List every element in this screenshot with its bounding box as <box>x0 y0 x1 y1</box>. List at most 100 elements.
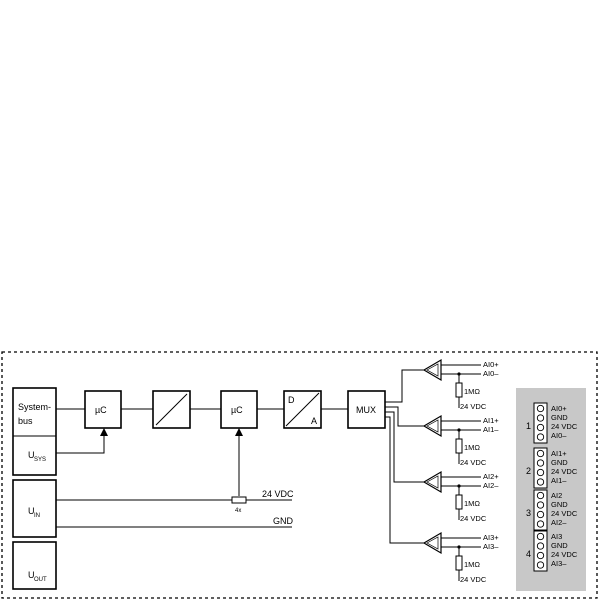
pin-4-2 <box>536 551 545 560</box>
resistor-label-1: 1MΩ <box>464 443 480 452</box>
uc2-label: µC <box>231 405 243 415</box>
pin-label-4-0: AI3 <box>551 532 562 541</box>
pin-label-2-3: AI1– <box>551 476 567 485</box>
supply-label-2: 24 VDC <box>460 514 487 523</box>
microcontroller-2 <box>220 390 258 429</box>
pin-label-4-2: 24 VDC <box>551 550 578 559</box>
usys-feed-arrow <box>100 428 108 436</box>
u-sys-label: U <box>28 450 35 460</box>
amplifier-inner-2 <box>426 475 439 489</box>
connector-number-2: 2 <box>526 466 531 476</box>
resistor-label-3: 1MΩ <box>464 560 480 569</box>
pin-label-4-3: AI3– <box>551 559 567 568</box>
channel-minus-label-2: AI2– <box>483 481 499 490</box>
fuse-symbol <box>231 496 247 504</box>
pin-label-1-3: AI0– <box>551 431 567 440</box>
pin-1-3 <box>536 433 545 441</box>
pin-1-0 <box>536 404 545 413</box>
mux-wire-2 <box>385 411 424 483</box>
resistor-label-0: 1MΩ <box>464 387 480 396</box>
pin-label-3-2: 24 VDC <box>551 509 578 518</box>
u-out-subscript: OUT <box>34 577 47 583</box>
amplifier-inner-1 <box>426 419 439 433</box>
da-diagonal <box>285 392 320 427</box>
supply-label-0: 24 VDC <box>460 402 487 411</box>
fuse-feed-arrow <box>235 428 243 436</box>
pin-3-2 <box>536 510 545 519</box>
da-d-label: D <box>288 395 295 405</box>
supply-label-3: 24 VDC <box>460 575 487 584</box>
connector-number-1: 1 <box>526 421 531 431</box>
connector-body-2 <box>533 447 548 489</box>
u-in-label: U <box>28 506 35 516</box>
channel-plus-label-1: AI1+ <box>483 416 499 425</box>
pin-3-3 <box>536 520 545 528</box>
pin-label-3-0: AI2 <box>551 491 562 500</box>
connector-number-3: 3 <box>526 508 531 518</box>
system-bus-label-1: System- <box>18 402 51 412</box>
resistor-1 <box>455 438 463 454</box>
channel-1: AI1+AI1–1MΩ 24 VDC <box>385 406 499 467</box>
pin-label-1-1: GND <box>551 413 568 422</box>
pin-4-0 <box>536 532 545 541</box>
module-outline <box>1 351 598 599</box>
mux-wire-1 <box>385 406 424 427</box>
u-out-block <box>12 541 57 590</box>
pin-label-3-3: AI2– <box>551 518 567 527</box>
connector-body-1 <box>533 402 548 444</box>
pin-2-1 <box>536 459 545 467</box>
pin-label-2-1: GND <box>551 458 568 467</box>
pin-1-1 <box>536 414 545 422</box>
da-a-label: A <box>311 416 317 426</box>
pin-3-0 <box>536 491 545 500</box>
pin-2-0 <box>536 449 545 458</box>
amplifier-inner-3 <box>426 536 439 550</box>
channel-minus-label-0: AI0– <box>483 369 499 378</box>
microcontroller-1 <box>84 390 122 429</box>
connector-panel <box>516 388 586 591</box>
isolator-diagonal <box>155 393 188 426</box>
pin-4-1 <box>536 542 545 550</box>
channel-minus-label-1: AI1– <box>483 425 499 434</box>
resistor-2 <box>455 494 463 510</box>
pin-4-3 <box>536 561 545 569</box>
mux-label: MUX <box>356 405 376 415</box>
mux-wire-0 <box>385 369 424 403</box>
gnd-label: GND <box>273 516 294 526</box>
resistor-label-2: 1MΩ <box>464 499 480 508</box>
pin-1-2 <box>536 423 545 432</box>
system-bus-label-2: bus <box>18 416 33 426</box>
connector-number-4: 4 <box>526 549 531 559</box>
connector-body-3 <box>533 489 548 531</box>
vdc-label: 24 VDC <box>262 489 294 499</box>
fuse-count: 4x <box>235 508 241 514</box>
pin-2-3 <box>536 478 545 486</box>
supply-label-1: 24 VDC <box>460 458 487 467</box>
system-bus-block <box>12 387 57 476</box>
pin-label-1-0: AI0+ <box>551 404 567 413</box>
amplifier-inner-0 <box>426 363 439 377</box>
pin-label-3-1: GND <box>551 500 568 509</box>
pin-3-1 <box>536 501 545 509</box>
channel-plus-label-2: AI2+ <box>483 472 499 481</box>
pin-label-2-2: 24 VDC <box>551 467 578 476</box>
pin-label-1-2: 24 VDC <box>551 422 578 431</box>
u-out-label: U <box>28 570 35 580</box>
resistor-0 <box>455 382 463 398</box>
connector-body-4 <box>533 530 548 572</box>
u-sys-subscript: SYS <box>34 457 46 463</box>
u-in-block <box>12 479 57 538</box>
resistor-3 <box>455 555 463 571</box>
pin-label-4-1: GND <box>551 541 568 550</box>
mux-block <box>347 390 386 429</box>
